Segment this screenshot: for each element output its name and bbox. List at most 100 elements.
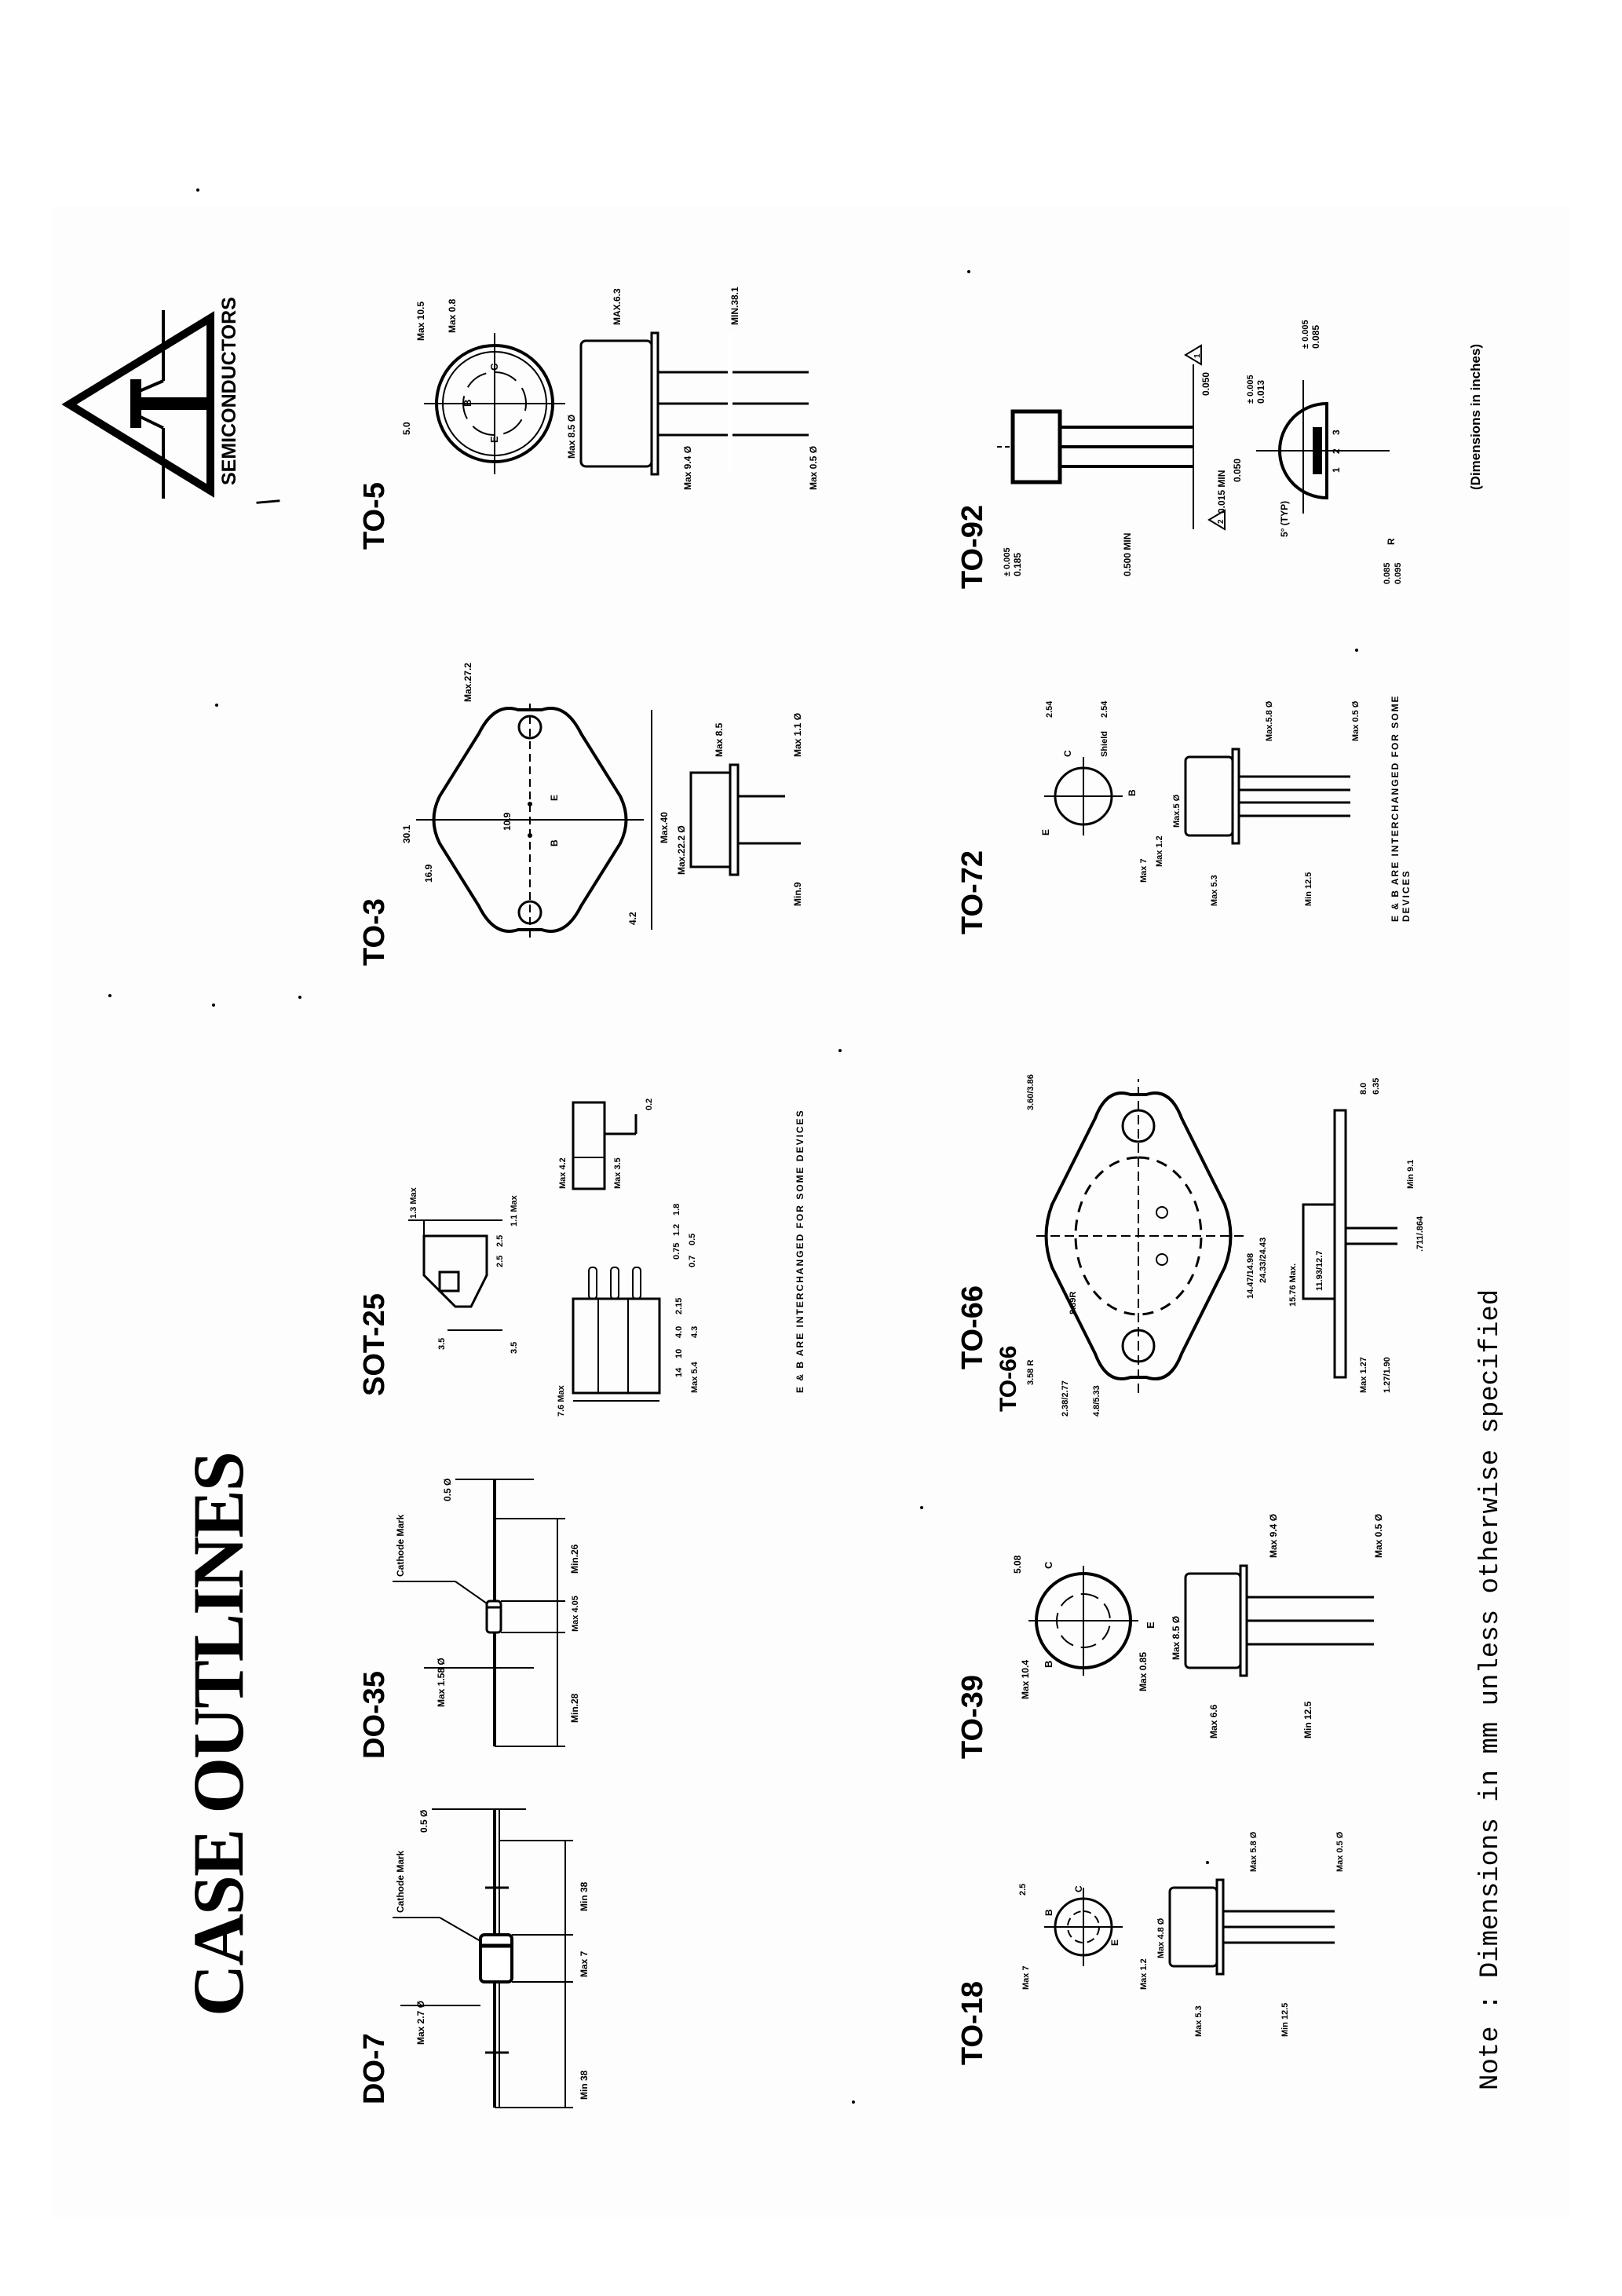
dim-width: Max.27.2 [462, 663, 473, 702]
package-label: TO-72 [956, 850, 989, 934]
dim-lead-left: Min.28 [569, 1693, 580, 1723]
dim-flange-dia: Max 5.8 Ø [1249, 1831, 1259, 1872]
pin-e: E [1145, 1621, 1156, 1629]
package-label: DO-7 [358, 2033, 391, 2104]
dim-top-a: 8.0 [1359, 1083, 1368, 1095]
sot-25-outline-drawing: 3.5 1.1 Max 1.3 Max 2.5 2.5 3.5 7.6 Max [408, 1099, 700, 1417]
sot-25-interchange-note: E & B ARE INTERCHANGED FOR SOME DEVICES [795, 1109, 806, 1393]
dim-lead-dia: Max 0.5 Ø [1351, 700, 1361, 741]
package-to-39: TO-39 B C E Max 10.4 Max 0.85 5.08 Max 8… [934, 1448, 1405, 1778]
pin-b: B [1043, 1661, 1054, 1668]
dim-can-dia: Max 8.5 Ø [1171, 1616, 1182, 1660]
package-to-92: TO-92 0.185 ± 0.005 0.500 MIN 0.050 0.01… [934, 247, 1500, 608]
dimensions-note: Note : Dimensions in mm unless otherwise… [1476, 1289, 1506, 2090]
scan-mark [256, 499, 280, 504]
dim-height: MAX.6.3 [612, 288, 623, 325]
dim-outer: Max 7 [1021, 1965, 1031, 1990]
dim-d4: 2.5 [495, 1256, 505, 1267]
pin-b: B [1043, 1909, 1054, 1916]
package-do-35: DO-35 Min.28 Max 4.05 Min.26 Max 1.58 Ø … [338, 1448, 589, 1778]
note-1-num: 1 [1193, 353, 1202, 358]
dim-angle: 5° (TYP) [1279, 501, 1290, 537]
company-logo: SEMICONDUCTORS [61, 297, 242, 503]
package-to-72: TO-72 E C B Shield 2.54 2.54 Max 7 Max 1… [934, 623, 1437, 953]
dim-d7: 7.6 Max [557, 1384, 566, 1417]
dim-outer: Max 10.5 [415, 302, 426, 341]
dim-hole-r: 3.58 R [1026, 1360, 1036, 1385]
dim-lead-dia: .711/.864 [1416, 1216, 1425, 1252]
dim-d2: 1.1 Max [510, 1194, 519, 1227]
triangle-transistor-logo-icon [61, 310, 214, 499]
to-18-outline-drawing: B C E Max 7 Max 1.2 2.5 Max 4.8 Ø Max 5.… [1018, 1831, 1345, 2037]
package-label: TO-18 [956, 1980, 989, 2065]
dim-pin-circle: 5.08 [1012, 1555, 1023, 1574]
dim-body-len: Max 7 [579, 1951, 590, 1977]
dim-tab-w: 2.54 [1045, 700, 1054, 718]
package-to-66: TO-66 TO-66 3.58 R 3.60/3.86 8.89R 24.33… [934, 1047, 1437, 1424]
pin-e: E [549, 795, 560, 801]
dim-lead-len: Min 12.5 [1280, 2003, 1290, 2037]
dim-outer: Max 10.4 [1020, 1660, 1031, 1699]
dim-outer: Max 7 [1139, 858, 1149, 883]
dim-body-dia: Max 1.58 Ø [436, 1658, 447, 1707]
to-72-interchange-note: E & B ARE INTERCHANGED FOR SOME DEVICES [1390, 694, 1412, 922]
dim-lead-right: Min.26 [569, 1544, 580, 1574]
dim-lead-len: Min 12.5 [1304, 872, 1313, 906]
dim-d19: 2.15 [674, 1298, 684, 1314]
dim-d17: 10 [674, 1349, 684, 1358]
package-label: DO-35 [358, 1671, 391, 1759]
dim-d16: 14 [674, 1367, 684, 1377]
dim-pitch: 0.050 [1200, 372, 1211, 396]
dim-lead-left: Min 38 [579, 2070, 590, 2100]
dim-pin-circle: 2.54 [1100, 700, 1109, 718]
dim-pitch2: 0.050 [1232, 459, 1243, 482]
dim-lead-dia: Max 0.5 Ø [1373, 1514, 1384, 1558]
do-7-outline-drawing: Min 38 Max 7 Min 38 Max 2.7 Ø 0.5 Ø Cath… [393, 1808, 590, 2108]
dim-flange-t: Max 1.27 [1359, 1357, 1368, 1393]
pin-c: C [488, 363, 500, 371]
package-sot-25: SOT-25 3.5 1.1 Max 1.3 Max 2.5 2.5 3.5 [338, 1063, 856, 1424]
dim-top-b: 6.35 [1372, 1078, 1381, 1095]
package-label: TO-66 [956, 1285, 989, 1369]
to-5-outline-drawing: C B E Max 10.5 Max 0.8 5.0 Max 8.5 Ø Max… [401, 287, 819, 490]
pin-3: 3 [1331, 430, 1342, 435]
dim-d10: 0.2 [645, 1099, 654, 1110]
dim-d3: 1.3 Max [409, 1186, 418, 1219]
dim-flange-dia: Max 9.4 Ø [1268, 1514, 1279, 1558]
package-label: TO-5 [358, 482, 391, 550]
dim-lead-len: Min.9 [792, 882, 803, 906]
to-92-outline-drawing: 0.185 ± 0.005 0.500 MIN 0.050 0.015 MIN … [997, 320, 1403, 584]
note-2-triangle-icon [1207, 509, 1226, 531]
package-sub-label: TO-66 [995, 1345, 1021, 1412]
dim-pin-offset: 14.47/14.98 [1246, 1253, 1255, 1299]
dim-flat: 0.085 [1310, 325, 1321, 349]
dim-lead-dia: 0.5 Ø [418, 1810, 429, 1833]
dim-d5: 2.5 [495, 1235, 505, 1247]
dim-tab: Max 1.2 [1139, 1958, 1149, 1990]
note-2-num: 2 [1217, 519, 1226, 524]
dim-d6: 3.5 [510, 1342, 519, 1354]
pin-b: B [462, 400, 473, 407]
scan-speck [838, 1049, 842, 1052]
dim-radius-sym: R [1386, 538, 1397, 545]
dim-height: Max 5.3 [1194, 2005, 1204, 2037]
dim-lead-len: Min 12.5 [1302, 1701, 1313, 1738]
dim-d8: Max 4.2 [558, 1157, 568, 1189]
dim-can-dia: 11.93/12.7 [1315, 1251, 1324, 1291]
dim-lead-len: MIN.38.1 [729, 287, 740, 325]
scan-speck [920, 1506, 923, 1509]
dim-can-dia: Max 4.8 Ø [1156, 1918, 1166, 1958]
dim-tab: Max 0.8 [447, 298, 458, 333]
dim-lead-dia: 0.5 Ø [442, 1479, 453, 1501]
dim-flange-dia: Max 9.4 Ø [682, 446, 693, 490]
dim-d14: 0.7 [688, 1256, 697, 1267]
scan-speck [215, 704, 218, 707]
cathode-mark-label: Cathode Mark [395, 1850, 406, 1913]
scan-speck [1355, 649, 1358, 652]
dim-hole-dia: 3.60/3.86 [1026, 1074, 1036, 1110]
package-label: TO-3 [358, 898, 391, 966]
dim-hole-span: 30.1 [401, 824, 412, 843]
dim-shield: Shield [1100, 731, 1109, 757]
